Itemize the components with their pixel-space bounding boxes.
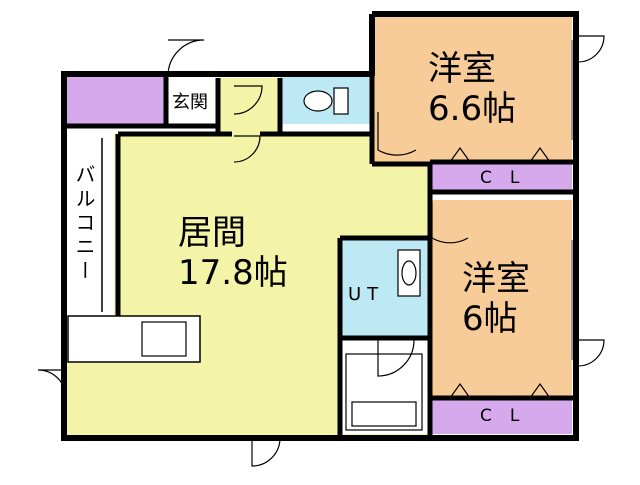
entrance-hall-fill (218, 78, 280, 136)
balcony-area (66, 134, 114, 316)
western-room-2-name: 洋室 (462, 259, 530, 299)
kitchen-sink (141, 321, 187, 357)
western-room-2-fill (430, 200, 572, 398)
western-room-1-size: 6.6帖 (428, 89, 517, 129)
western-room-1-fill (372, 16, 572, 164)
living-room-size: 17.8帖 (178, 253, 288, 293)
closet-1-label: CL (480, 168, 538, 188)
closet-2-label: CL (480, 406, 538, 426)
toilet-fixture (303, 87, 349, 115)
storage-fill (66, 76, 166, 126)
ut-sink (397, 249, 421, 297)
outer-walls (61, 11, 579, 441)
utility-label: UT (348, 284, 385, 305)
bathtub (345, 353, 423, 431)
closet-2-fill (430, 398, 572, 434)
western-room-2-size: 6帖 (462, 299, 518, 339)
living-room-name: 居間 (178, 213, 246, 253)
door-swings (37, 35, 605, 467)
closet-1-fill (430, 162, 572, 192)
balcony-label: バルコニー (72, 164, 96, 284)
interior-walls (66, 76, 576, 436)
western-room-1-name: 洋室 (428, 49, 496, 89)
entrance-label: 玄関 (172, 92, 208, 113)
